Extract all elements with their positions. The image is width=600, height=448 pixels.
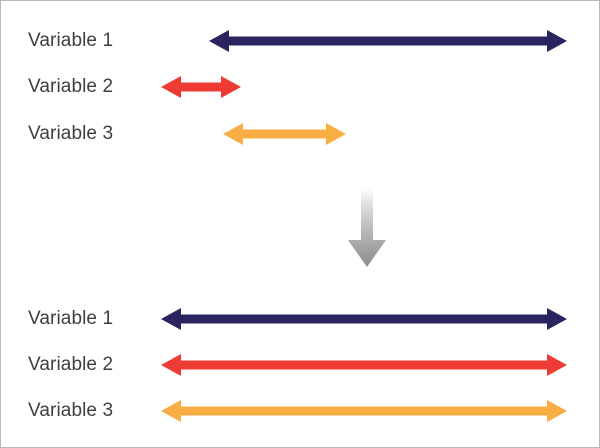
before-panel: Variable 1 Variable 2 Variable 3 [1,1,599,176]
before-arrow-variable-3 [223,111,346,157]
after-row-variable-1: Variable 1 [1,296,599,342]
before-row-variable-2: Variable 2 [1,64,599,110]
before-arrow-variable-2 [161,64,241,110]
before-label-variable-3: Variable 3 [28,123,114,144]
after-row-variable-2: Variable 2 [1,342,599,388]
before-row-variable-1: Variable 1 [1,18,599,64]
before-label-variable-2: Variable 2 [28,76,114,97]
down-arrow-icon [345,188,389,268]
after-row-variable-3: Variable 3 [1,388,599,434]
before-row-variable-3: Variable 3 [1,111,599,157]
after-label-variable-3: Variable 3 [28,400,114,421]
after-arrow-variable-1 [161,296,567,342]
after-label-variable-2: Variable 2 [28,354,114,375]
transition-panel [1,176,599,286]
before-arrow-variable-1 [209,18,567,64]
after-arrow-variable-2 [161,342,567,388]
after-panel: Variable 1 Variable 2 Variable 3 [1,286,599,447]
after-label-variable-1: Variable 1 [28,308,114,329]
after-arrow-variable-3 [161,388,567,434]
before-label-variable-1: Variable 1 [28,30,114,51]
